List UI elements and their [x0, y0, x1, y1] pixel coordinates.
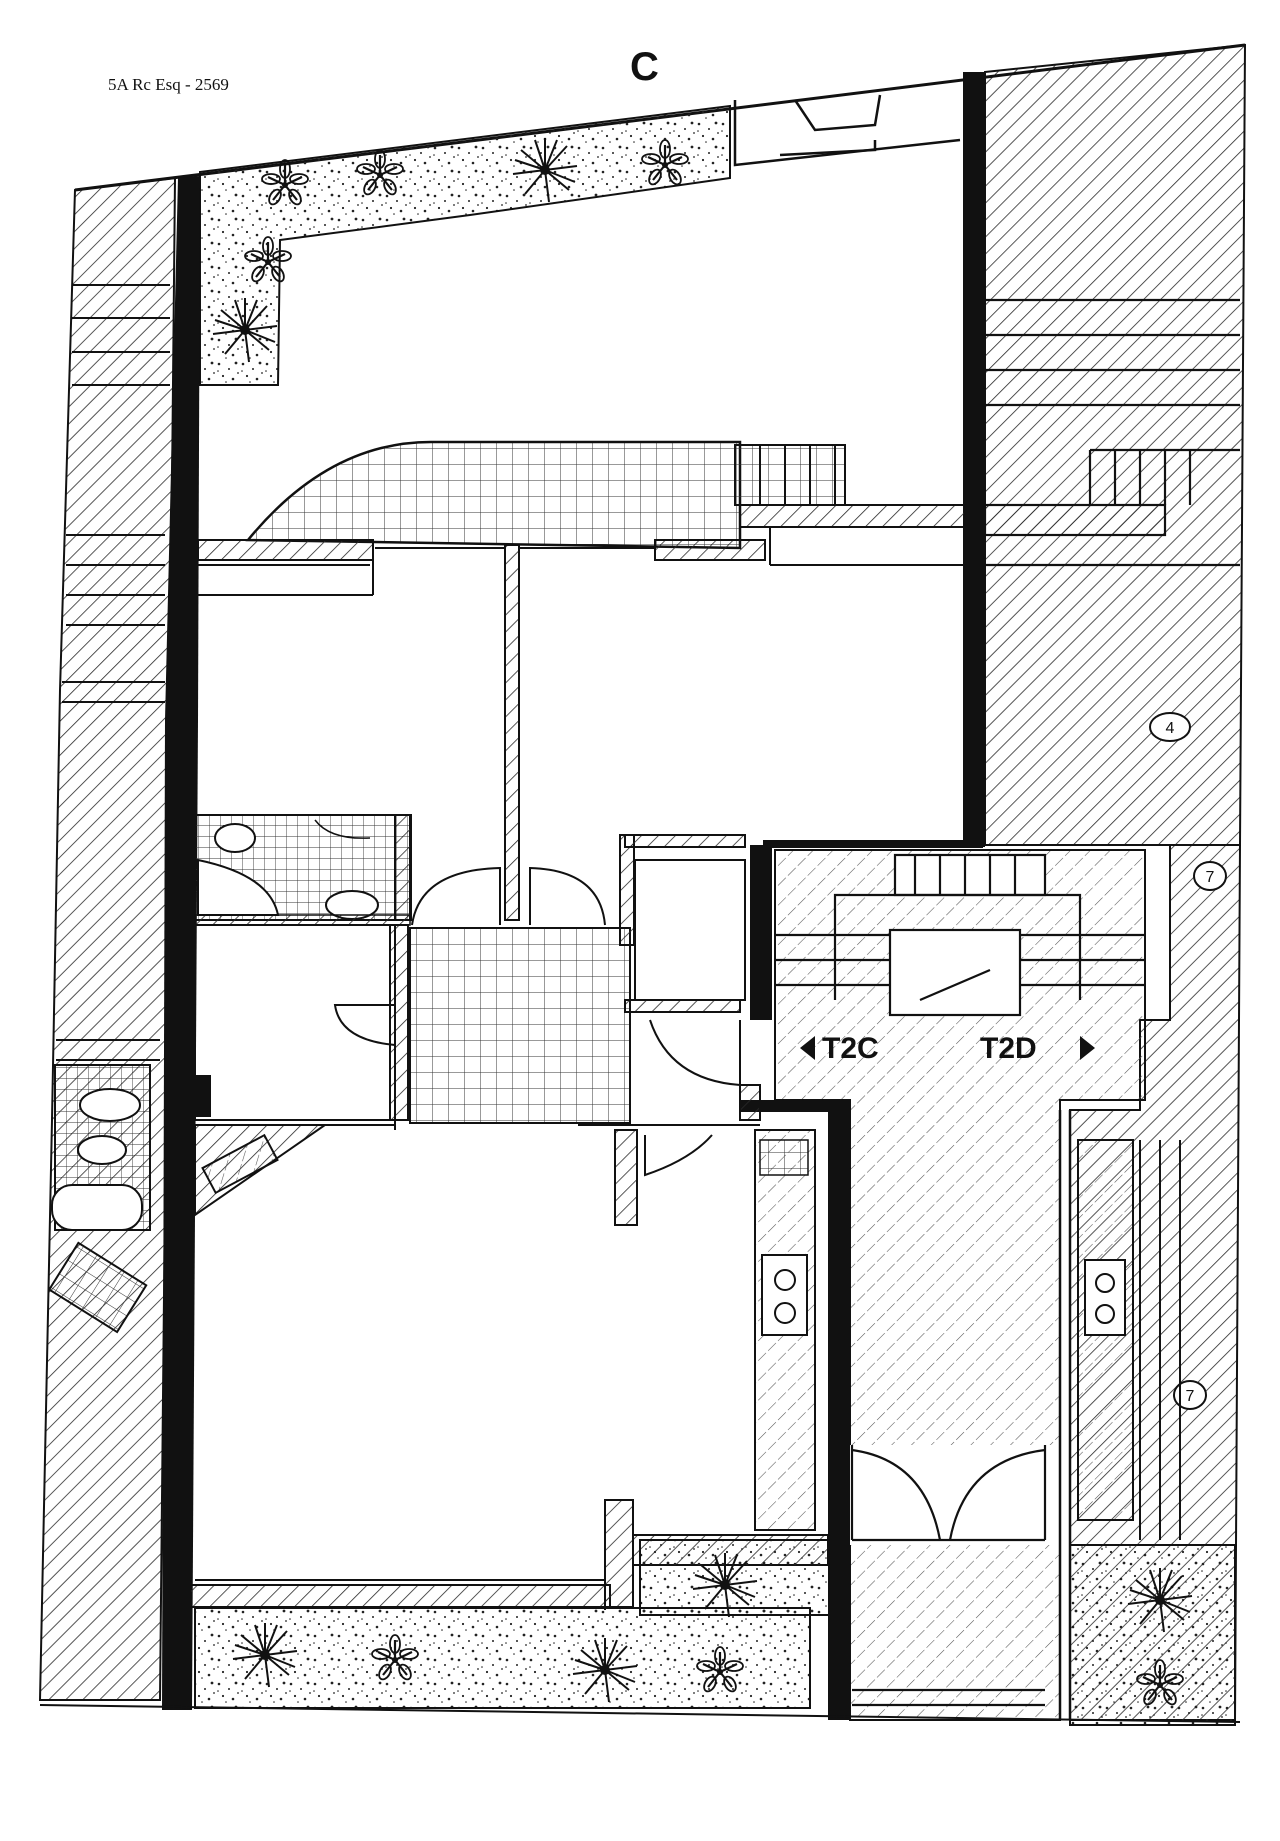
marker-label-7b: 7 [1186, 1388, 1195, 1405]
terrace-paving [245, 440, 742, 550]
garden-top [199, 104, 731, 386]
right-marker-7b: 7 [1173, 1380, 1207, 1410]
hall-paving [409, 927, 631, 1124]
marker-label-4: 4 [1166, 720, 1175, 737]
right-lower-stair [1139, 1140, 1181, 1540]
kitchen-counter [754, 1129, 816, 1531]
marker-label-7a: 7 [1206, 869, 1215, 886]
unit-label-right: T2D [980, 1032, 1037, 1065]
garden-bottom-far-right [1069, 1544, 1236, 1726]
lower-bottom-wall [189, 1584, 611, 1608]
document-reference: 5A Rc Esq - 2569 [108, 75, 229, 94]
page-bottom-line [39, 1704, 1241, 1723]
stair-core-left-wall [828, 1100, 850, 1720]
left-neighbour-steps [56, 284, 170, 1061]
section-letter: C [630, 45, 659, 89]
upper-window-lines [198, 527, 963, 596]
garden-bottom-left [194, 1607, 811, 1709]
lower-right-wall-stub [604, 1499, 634, 1608]
post-block [183, 1075, 211, 1117]
lower-partitions [195, 1120, 760, 1581]
left-inner-room [194, 924, 396, 1121]
top-right-niche [733, 94, 961, 167]
left-neighbour-fixtures [47, 1064, 151, 1334]
unit-label-left: T2C [822, 1032, 879, 1065]
right-marker-4: 4 [1149, 712, 1191, 742]
entrance-double-door [848, 1445, 1060, 1707]
right-neighbour-steps [983, 298, 1240, 567]
stair-core-stairs [775, 853, 1145, 1017]
right-neighbour-hatch-top [984, 43, 1247, 846]
right-marker-7a: 7 [1193, 861, 1227, 891]
stair-core-right-walls [1058, 1110, 1072, 1720]
terrace-steps [734, 444, 846, 506]
bathroom [194, 814, 412, 926]
garden-bottom-right-pocket [639, 1539, 831, 1616]
arrow-right-icon [1080, 1036, 1095, 1060]
hall-doors [333, 866, 741, 1177]
left-neighbour-hatch [38, 176, 177, 1701]
upper-partitions [197, 504, 966, 921]
arrow-left-icon [800, 1036, 815, 1060]
hall-closet [634, 859, 746, 1001]
